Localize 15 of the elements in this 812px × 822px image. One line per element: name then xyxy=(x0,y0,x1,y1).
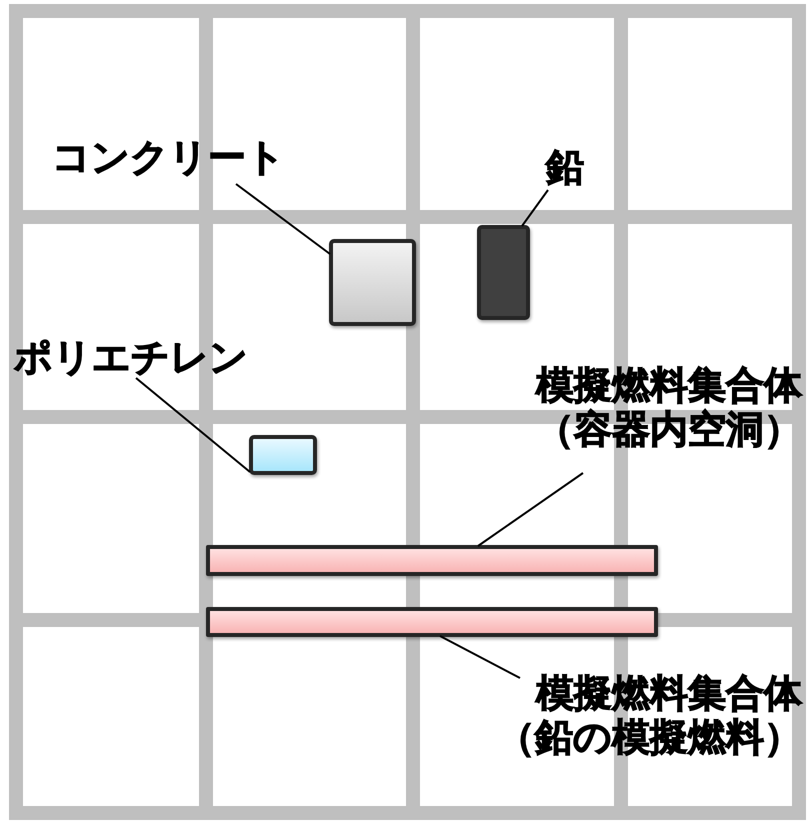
callout-label: 模擬燃料集合体（鉛の模擬燃料） xyxy=(482,672,802,760)
polyethylene-block xyxy=(249,435,317,475)
lead-block xyxy=(477,225,530,320)
leader-line xyxy=(440,635,520,679)
concrete-block xyxy=(329,239,416,326)
fuel-assembly-bar xyxy=(206,607,658,637)
leader-line xyxy=(521,189,549,227)
leader-line xyxy=(477,472,584,547)
callout-label: 鉛 xyxy=(546,146,584,190)
fuel-assembly-bar xyxy=(206,545,658,576)
leader-line xyxy=(135,377,251,473)
callout-label: 模擬燃料集合体（容器内空洞） xyxy=(482,364,802,452)
callout-label: コンクリート xyxy=(52,136,285,180)
leader-line xyxy=(235,183,331,255)
callout-label: ポリエチレン xyxy=(14,336,248,380)
